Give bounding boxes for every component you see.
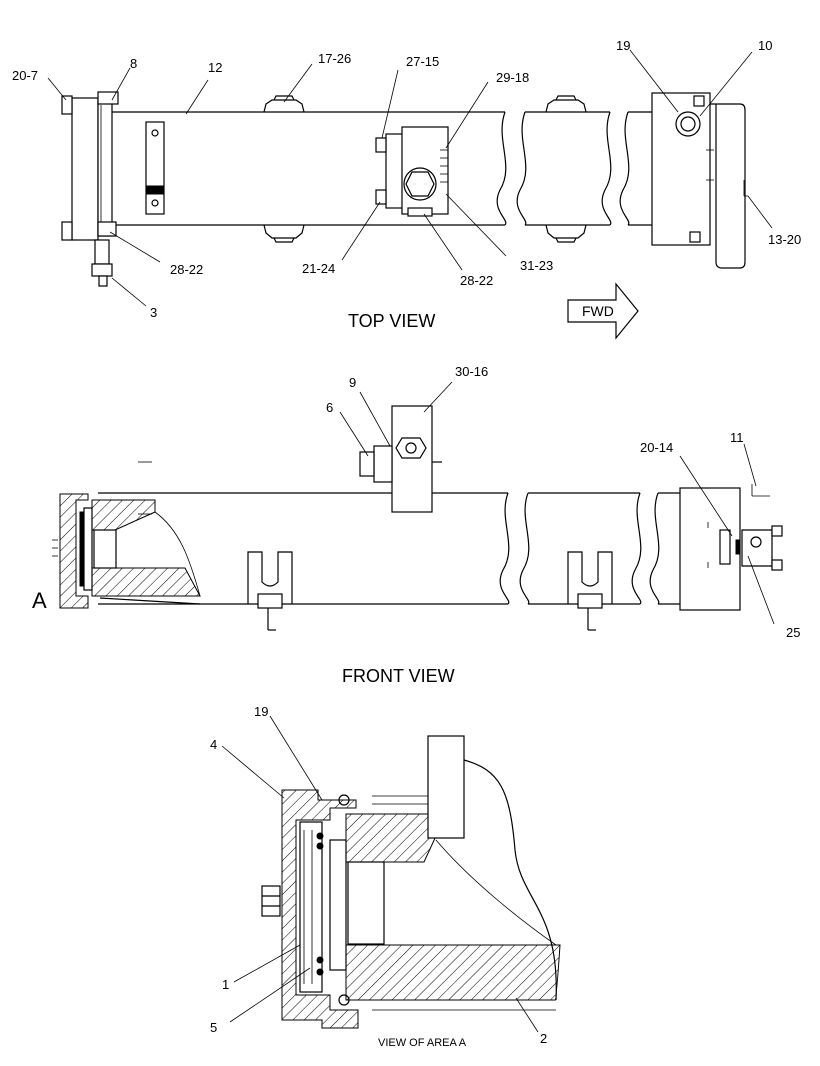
detail-end-cap [281, 789, 359, 1029]
front-left-cutaway [52, 461, 201, 609]
callout-10: 10 [758, 38, 772, 53]
callout-19-detail: 19 [254, 704, 268, 719]
detail-lower-body [345, 944, 561, 1001]
top-bracket-12 [145, 121, 165, 215]
top-right-end [651, 92, 748, 269]
callout-28-22-right: 28-22 [460, 273, 493, 288]
callout-31-23: 31-23 [520, 258, 553, 273]
callout-9: 9 [349, 375, 356, 390]
front-right-end [679, 484, 783, 611]
callout-29-18: 29-18 [496, 70, 529, 85]
callout-8: 8 [130, 56, 137, 71]
callout-17-26: 17-26 [318, 51, 351, 66]
top-view-title: TOP VIEW [348, 311, 435, 331]
callout-2: 2 [540, 1031, 547, 1046]
callout-13-20: 13-20 [768, 232, 801, 247]
detail-view-a: 19 4 1 5 2 VIEW OF AREA A [210, 704, 561, 1049]
callout-1: 1 [222, 977, 229, 992]
front-view: 9 30-16 6 20-14 11 25 A FRONT VIEW [32, 364, 800, 686]
callout-3: 3 [150, 305, 157, 320]
detail-upper-body [345, 813, 437, 863]
callout-20-7: 20-7 [12, 68, 38, 83]
top-left-end-plate [61, 91, 119, 287]
top-center-block [375, 126, 449, 217]
top-view: FWD TOP VIEW 20-7 8 12 17-26 27-15 29-18… [12, 38, 801, 340]
callout-6: 6 [326, 400, 333, 415]
front-top-clamp [359, 405, 442, 513]
callout-12: 12 [208, 60, 222, 75]
detail-side-bolt [261, 885, 281, 917]
fwd-arrow-icon: FWD [567, 282, 639, 340]
detail-piston [347, 861, 385, 945]
top-leaders [47, 49, 773, 307]
front-saddle-left [247, 551, 293, 631]
area-a-marker: A [32, 588, 47, 613]
callout-19-top: 19 [616, 38, 630, 53]
callout-30-16: 30-16 [455, 364, 488, 379]
front-view-title: FRONT VIEW [342, 666, 455, 686]
front-leaders [339, 381, 775, 625]
detail-view-title: VIEW OF AREA A [378, 1037, 467, 1049]
top-clamp-17-26 [263, 95, 305, 243]
callout-20-14: 20-14 [640, 440, 673, 455]
callout-4: 4 [210, 737, 217, 752]
callout-27-15: 27-15 [406, 54, 439, 69]
detail-tab [427, 735, 465, 839]
fwd-label: FWD [582, 303, 614, 319]
callout-21-24: 21-24 [302, 261, 335, 276]
front-tube [98, 492, 680, 605]
callout-25: 25 [786, 625, 800, 640]
top-clamp-right [545, 95, 587, 243]
callout-28-22-left: 28-22 [170, 262, 203, 277]
front-saddle-right [567, 551, 613, 631]
top-tube [112, 111, 655, 226]
callout-5: 5 [210, 1020, 217, 1035]
callout-11: 11 [730, 430, 744, 445]
